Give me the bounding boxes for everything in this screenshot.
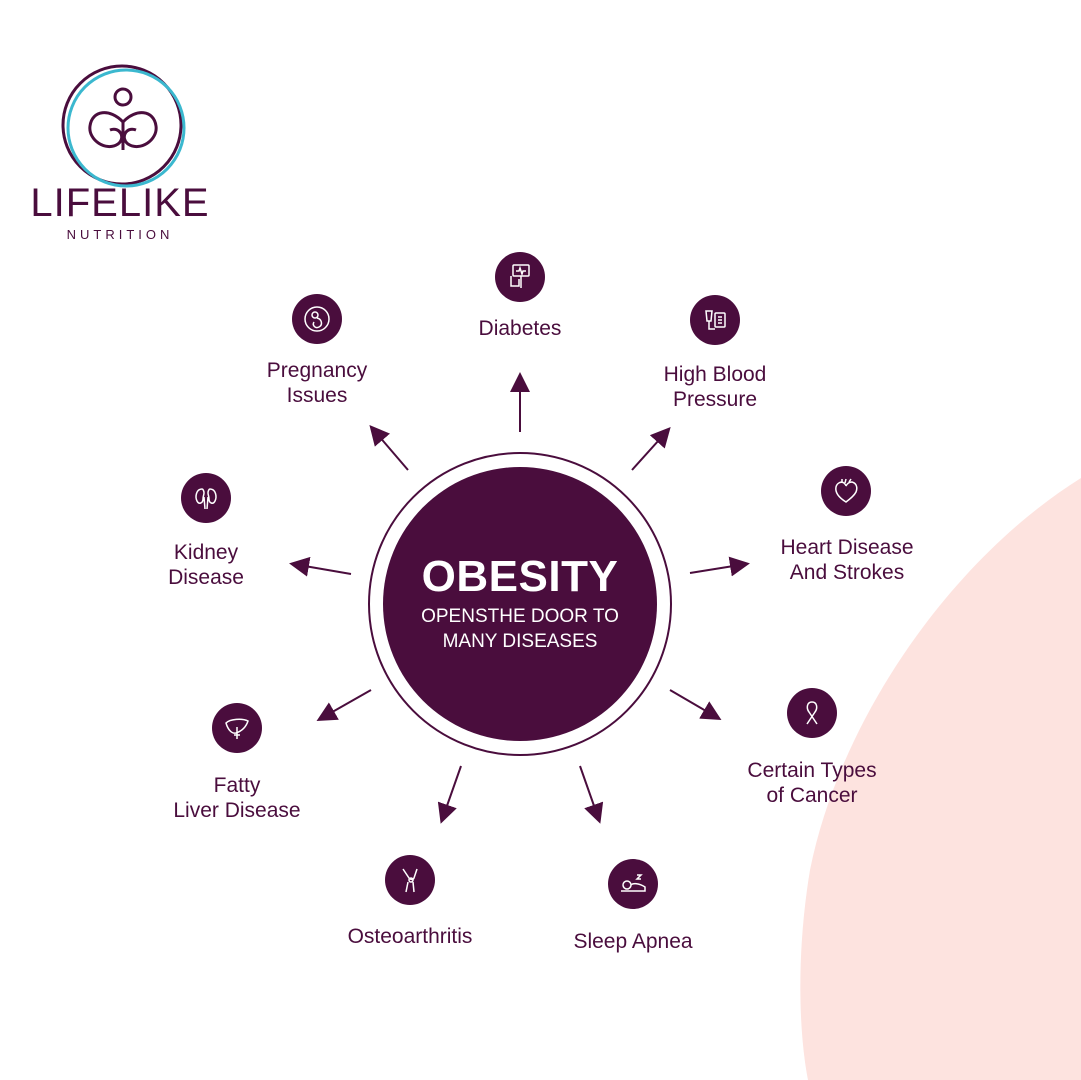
fetus-icon bbox=[292, 294, 342, 344]
arrow-heart-disease bbox=[689, 556, 750, 577]
glucose-meter-icon bbox=[495, 252, 545, 302]
disease-label-high-blood-pressure: High Blood Pressure bbox=[663, 363, 767, 411]
brand-name: LIFELIKE bbox=[30, 181, 210, 225]
liver-icon bbox=[212, 703, 262, 753]
arrow-kidney bbox=[289, 556, 352, 577]
cancer-ribbon-icon bbox=[787, 688, 837, 738]
arrow-pregnancy bbox=[369, 424, 409, 471]
arrow-cancer bbox=[669, 689, 722, 721]
disease-label-pregnancy: Pregnancy Issues bbox=[266, 359, 368, 407]
hub-subtitle-line1: OPENSTHE DOOR TO bbox=[421, 606, 619, 627]
hub-subtitle-line2: MANY DISEASES bbox=[442, 631, 598, 652]
lifelike-logo-icon bbox=[61, 64, 186, 188]
arrow-fatty-liver bbox=[316, 689, 372, 721]
hub-outer-ring bbox=[368, 452, 672, 756]
brand-subtitle: NUTRITION bbox=[66, 227, 174, 242]
kidneys-icon bbox=[181, 473, 231, 523]
disease-label-heart-disease: Heart Disease And Strokes bbox=[780, 536, 914, 584]
disease-label-osteoarthritis: Osteoarthritis bbox=[347, 925, 473, 948]
disease-label-cancer: Certain Types of Cancer bbox=[747, 759, 877, 807]
knee-joint-icon bbox=[385, 855, 435, 905]
disease-label-sleep-apnea: Sleep Apnea bbox=[573, 930, 693, 953]
hub-subtitle: OPENSTHE DOOR TO MANY DISEASES bbox=[383, 604, 657, 654]
heart-icon bbox=[821, 466, 871, 516]
hub-circle bbox=[383, 467, 657, 741]
disease-label-diabetes: Diabetes bbox=[478, 317, 562, 340]
disease-label-kidney: Kidney Disease bbox=[168, 541, 244, 589]
arrow-sleep-apnea bbox=[579, 765, 604, 824]
hub-title: OBESITY bbox=[421, 552, 619, 601]
arrow-osteoarthritis bbox=[437, 765, 462, 824]
disease-label-fatty-liver: Fatty Liver Disease bbox=[173, 774, 301, 822]
sleeping-person-icon bbox=[608, 859, 658, 909]
blood-pressure-monitor-icon bbox=[690, 295, 740, 345]
arrow-high-blood-pressure bbox=[631, 427, 671, 471]
